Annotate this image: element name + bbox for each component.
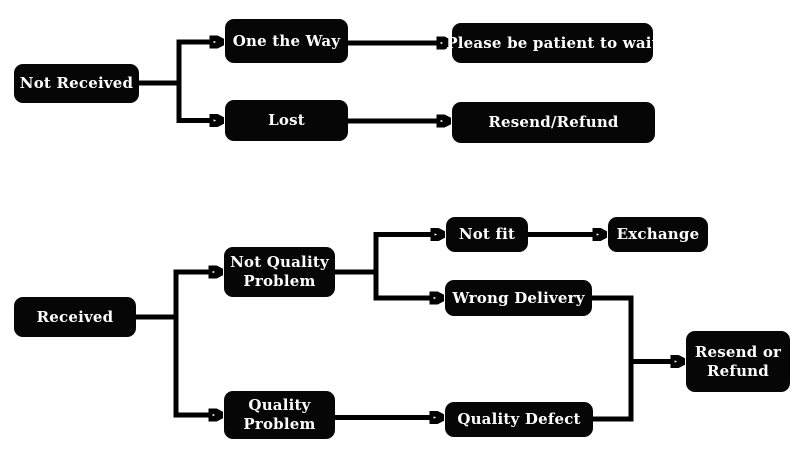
node-received: Received [14, 297, 136, 337]
node-not-fit: Not fit [446, 217, 528, 252]
node-resend-refund: Resend/Refund [452, 102, 655, 143]
node-not-quality-problem: Not Quality Problem [224, 247, 335, 297]
node-exchange: Exchange [608, 217, 708, 252]
node-quality-problem: Quality Problem [224, 391, 335, 439]
node-please-be-patient-to-wait: Please be patient to wait [446, 23, 659, 63]
node-wrong-delivery: Wrong Delivery [445, 280, 592, 316]
node-lost: Lost [225, 100, 348, 141]
node-one-the-way: One the Way [225, 19, 348, 63]
node-not-received: Not Received [14, 64, 139, 103]
node-resend-or-refund: Resend or Refund [686, 331, 790, 392]
node-quality-defect: Quality Defect [445, 402, 593, 437]
